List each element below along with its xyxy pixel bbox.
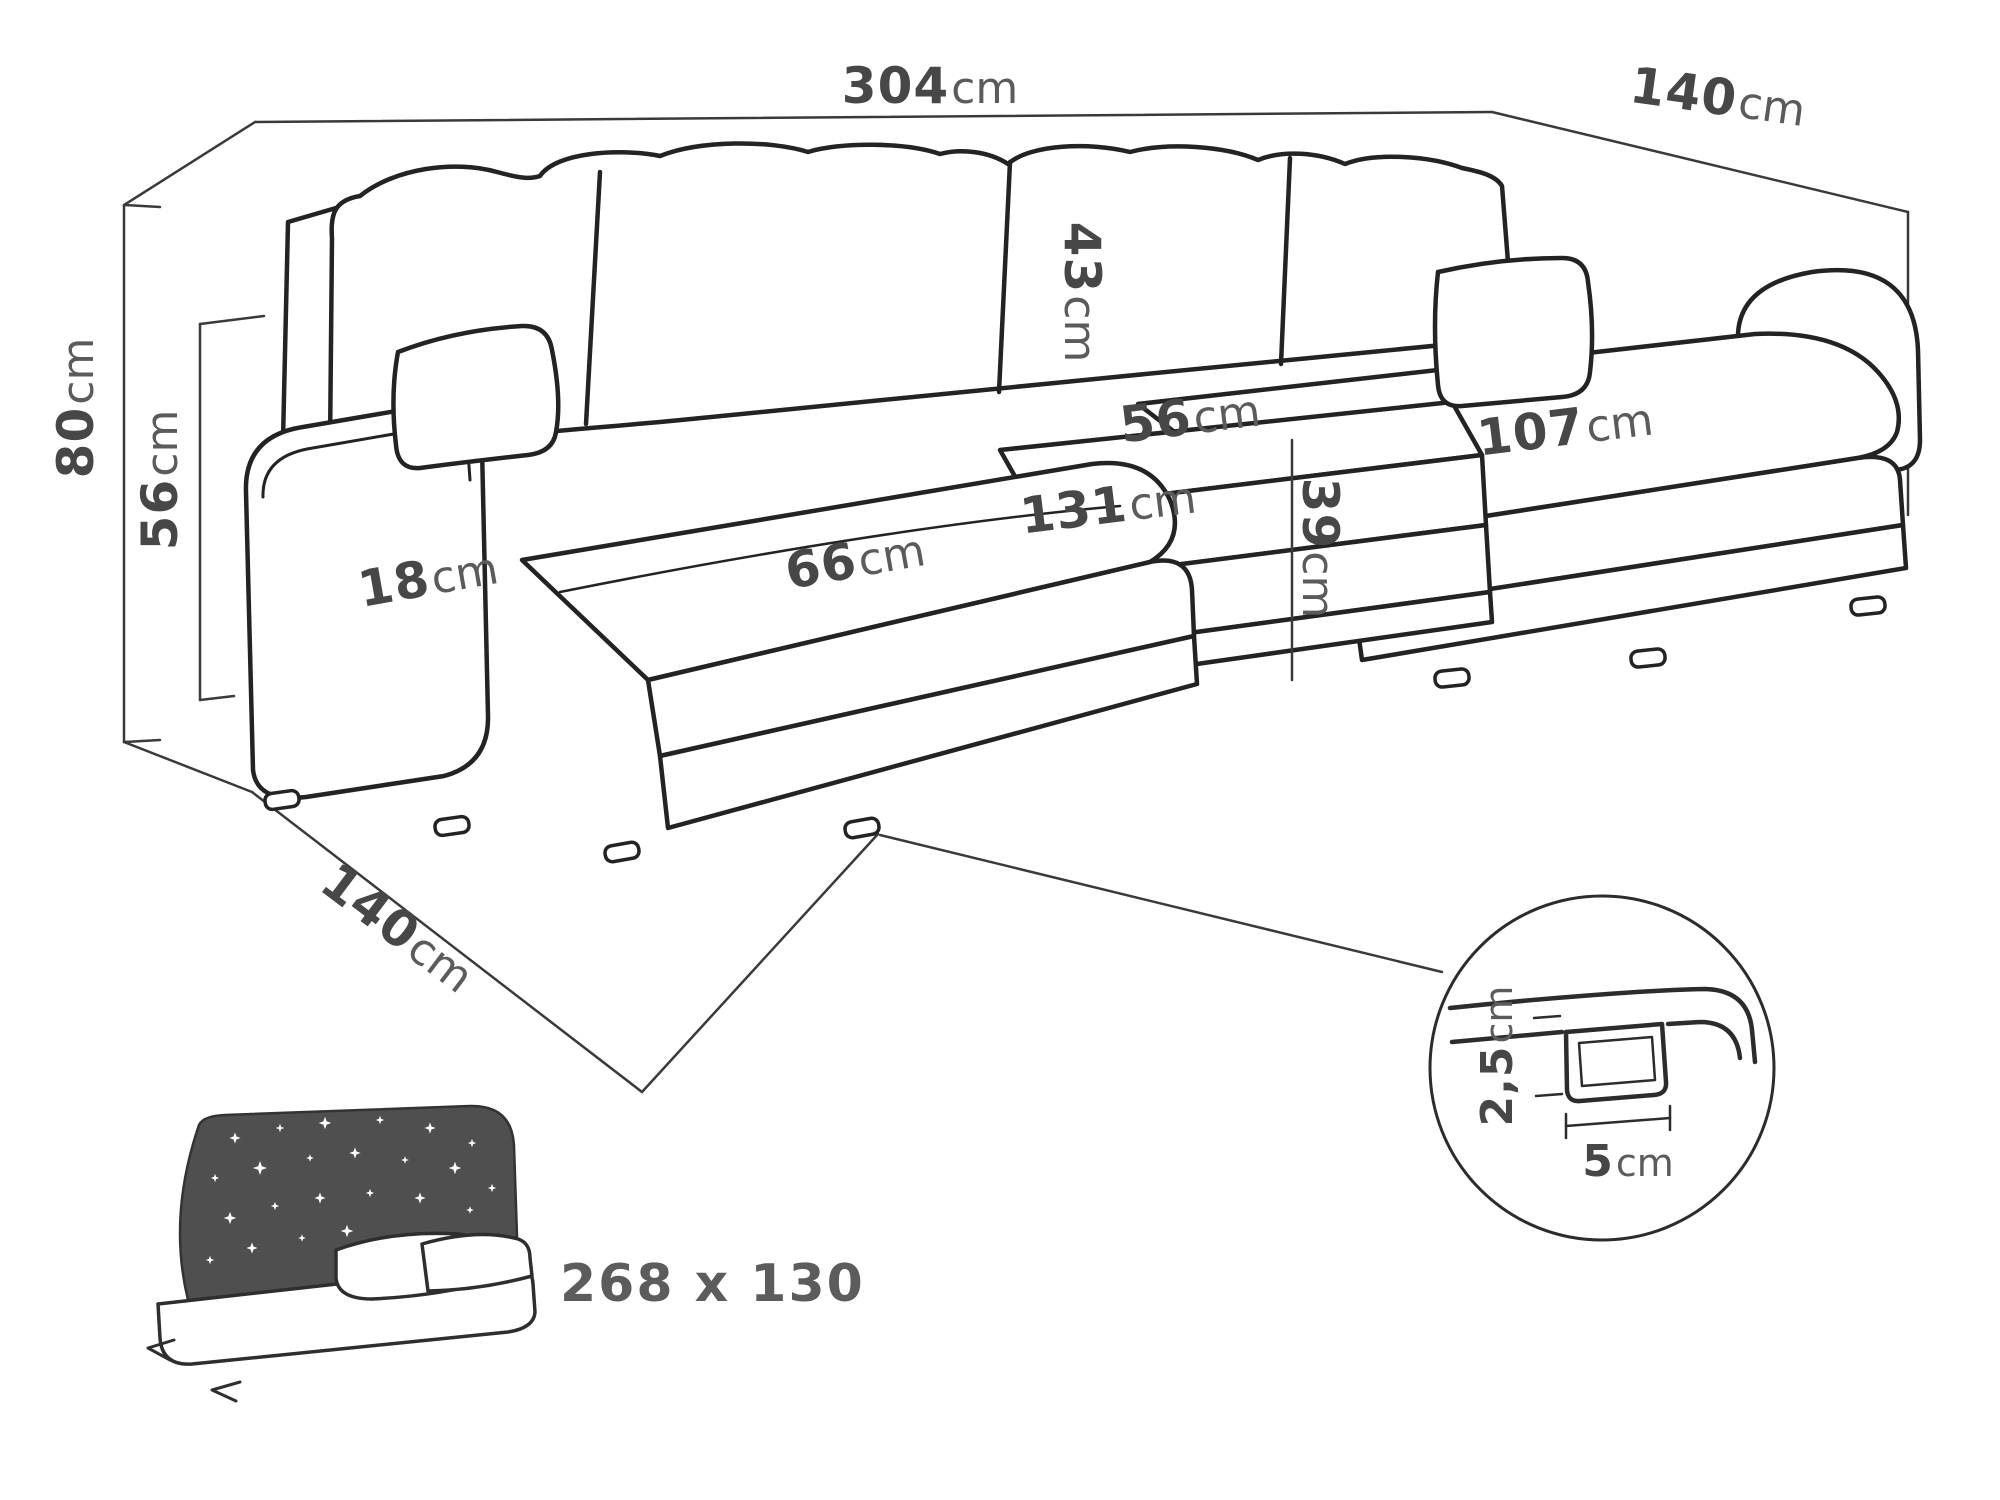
detail-underside-right (1665, 1019, 1743, 1061)
backrest-seam-2 (996, 159, 1013, 395)
tick-height-bottom (122, 738, 162, 744)
detail-underside-left (1449, 1029, 1565, 1045)
dim-height-total: 80cm (47, 337, 105, 479)
detail-leg-inner (1577, 1035, 1657, 1088)
accent-pillow-left (391, 323, 561, 471)
left-chaise-base (657, 633, 1200, 831)
sofa-bed-icon (146, 1104, 537, 1403)
pillow-right (420, 1232, 534, 1293)
guide-bottomleft-connector (122, 740, 254, 794)
guide-top-depth (1490, 110, 1910, 214)
dim-height-seat: 56cm (131, 409, 189, 551)
dim-width-top: 304cm (841, 57, 1019, 115)
backrest-left-end (280, 205, 339, 451)
detail-ticks (1532, 1014, 1672, 1140)
detail-sofa-bottom-edge (1447, 986, 1758, 1065)
guide-top-width (253, 110, 1494, 124)
sofa-drawing (243, 141, 1923, 864)
dim-leg-height: 2,5cm (1472, 985, 1523, 1127)
tick-height-top (122, 203, 162, 209)
dim-front-height-middle: 39cm (1291, 477, 1349, 619)
dimension-guide-lines (122, 110, 1910, 1094)
leader-to-leg-detail (878, 833, 1444, 974)
leg-detail-magnifier-circle (1428, 894, 1776, 1242)
guide-left-depth (250, 790, 644, 1094)
right-chaise-base (1352, 522, 1909, 663)
unfold-arrows (146, 1338, 242, 1403)
left-chaise-seam (558, 504, 1122, 594)
tick-seatheight-top (198, 314, 266, 326)
sofa-feet (263, 595, 1887, 864)
guide-topleft-connector (122, 120, 257, 207)
dim-back-cushion-height: 43cm (1053, 221, 1111, 363)
dim-leg-width: 5cm (1582, 1136, 1674, 1187)
tick-seatheight-bottom (198, 694, 236, 702)
sleeping-area-label: 268 x 130 (560, 1254, 865, 1314)
dimension-overlay-lines (878, 438, 1444, 974)
guide-floor-front (640, 832, 880, 1094)
backrest-cushions (327, 141, 1517, 451)
backrest-seam-3 (1278, 155, 1293, 367)
accent-pillow-right (1432, 255, 1595, 409)
backrest-seam-1 (583, 169, 603, 427)
left-chaise-cushion-front (645, 558, 1197, 759)
